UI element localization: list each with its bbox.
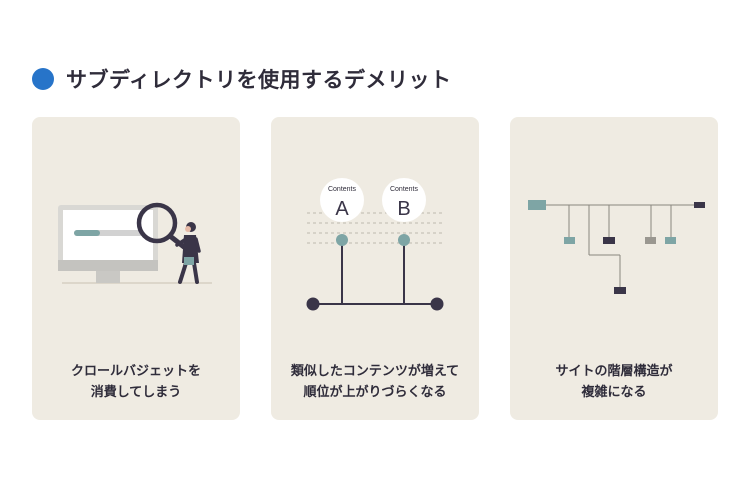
caption-line-2: 複雑になる bbox=[581, 385, 647, 400]
caption-line-1: 類似したコンテンツが増えて bbox=[290, 364, 460, 379]
bubble-a-label: Contents bbox=[328, 186, 357, 193]
card-caption: クロールバジェットを 消費してしまう bbox=[32, 361, 240, 403]
caption-line-2: 順位が上がりづらくなる bbox=[303, 385, 447, 400]
bubble-b-letter: B bbox=[397, 198, 410, 220]
bullet-dot-icon bbox=[32, 68, 54, 90]
caption-line-1: サイトの階層構造が bbox=[555, 364, 673, 379]
card-complex-hierarchy: サイトの階層構造が 複雑になる bbox=[510, 117, 718, 420]
site-hierarchy-tree-icon bbox=[528, 200, 705, 294]
card-caption: サイトの階層構造が 複雑になる bbox=[510, 361, 718, 403]
caption-line-1: クロールバジェットを bbox=[70, 364, 201, 379]
card-crawl-budget: クロールバジェットを 消費してしまう bbox=[32, 117, 240, 420]
caption-line-2: 消費してしまう bbox=[90, 385, 182, 400]
card-duplicate-contents: Contents A Contents B 類似したコンテンツが増えて 順位が上… bbox=[271, 117, 479, 420]
monitor-magnifier-person-icon bbox=[58, 202, 212, 284]
ranking-competition-icon: Contents A Contents B bbox=[306, 178, 444, 311]
bubble-a-letter: A bbox=[335, 198, 349, 220]
bubble-a bbox=[320, 178, 364, 222]
bubble-b bbox=[382, 178, 426, 222]
page-title: サブディレクトリを使用するデメリット bbox=[66, 68, 452, 92]
bubble-b-label: Contents bbox=[390, 186, 419, 193]
card-caption: 類似したコンテンツが増えて 順位が上がりづらくなる bbox=[271, 361, 479, 403]
section-header: サブディレクトリを使用するデメリット bbox=[32, 64, 452, 94]
